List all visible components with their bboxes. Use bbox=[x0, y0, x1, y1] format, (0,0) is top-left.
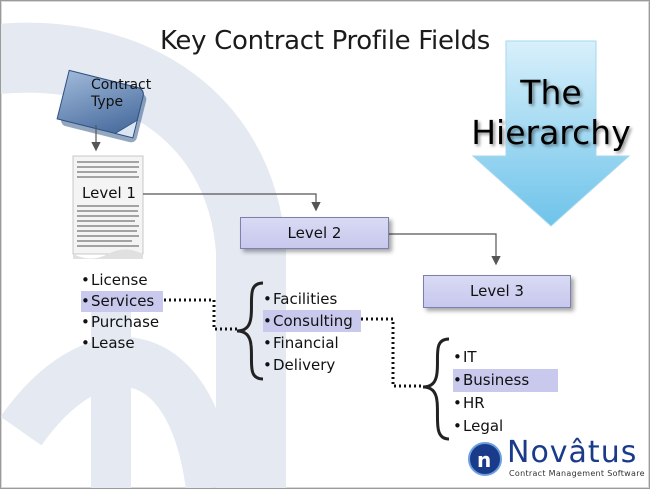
list-item-lease: Lease bbox=[81, 333, 163, 354]
dotted-consulting-to-level3 bbox=[361, 317, 421, 388]
list-item-consulting: Consulting bbox=[263, 310, 361, 332]
list-item-financial: Financial bbox=[263, 332, 361, 354]
level3-list: IT Business HR Legal bbox=[453, 346, 558, 438]
down-arrow-icon bbox=[471, 40, 631, 227]
list-item-delivery: Delivery bbox=[263, 354, 361, 376]
level3-box: Level 3 bbox=[423, 275, 571, 308]
contract-type-shape bbox=[56, 69, 147, 143]
contract-type-label: Contract Type bbox=[83, 77, 155, 111]
svg-text:n: n bbox=[477, 448, 491, 472]
logo-tagline: Contract Management Software bbox=[509, 469, 645, 478]
contract-type-line2: Type bbox=[91, 94, 124, 110]
novatus-logo-icon: n bbox=[468, 442, 502, 476]
arrow-level2-to-level3 bbox=[389, 233, 501, 266]
list-item-license: License bbox=[81, 270, 163, 291]
list-item-it: IT bbox=[453, 346, 558, 369]
list-item-legal: Legal bbox=[453, 415, 558, 438]
logo-name: Novâtus bbox=[507, 435, 638, 470]
list-item-services: Services bbox=[81, 291, 163, 312]
list-item-purchase: Purchase bbox=[81, 312, 163, 333]
contract-type-line1: Contract bbox=[91, 77, 152, 93]
hierarchy-line2: Hierarchy bbox=[471, 112, 631, 152]
brace-level3 bbox=[422, 337, 450, 441]
page-title: Key Contract Profile Fields bbox=[159, 26, 491, 56]
hierarchy-line1: The bbox=[520, 73, 582, 112]
list-item-facilities: Facilities bbox=[263, 288, 361, 310]
hierarchy-heading: The Hierarchy bbox=[471, 73, 631, 152]
list-item-business: Business bbox=[453, 369, 558, 392]
level2-list: Facilities Consulting Financial Delivery bbox=[263, 288, 361, 376]
level1-label: Level 1 bbox=[79, 181, 139, 205]
novatus-logo: Novâtus Contract Management Software bbox=[507, 435, 645, 479]
brace-level2 bbox=[236, 281, 264, 381]
level1-list: License Services Purchase Lease bbox=[81, 270, 163, 354]
level1-document-icon bbox=[72, 155, 144, 259]
dotted-services-to-level2 bbox=[164, 298, 237, 331]
arrow-level1-to-level2 bbox=[143, 193, 321, 212]
level2-box: Level 2 bbox=[240, 217, 389, 249]
list-item-hr: HR bbox=[453, 392, 558, 415]
